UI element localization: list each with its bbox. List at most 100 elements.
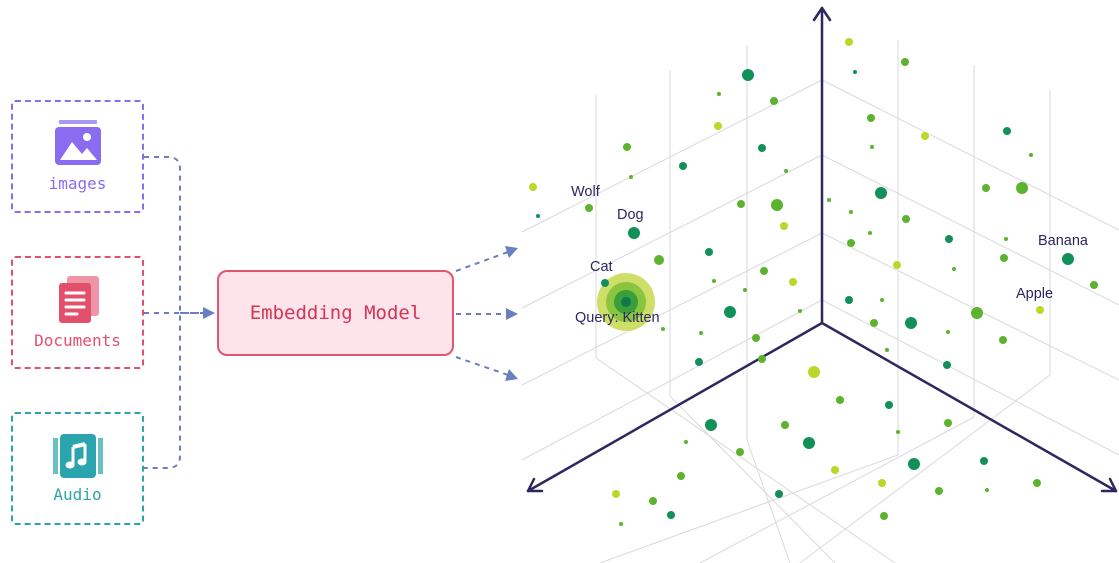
embedding-point	[679, 162, 687, 170]
embedding-point	[737, 200, 745, 208]
embedding-point	[1029, 153, 1033, 157]
embedding-point	[705, 248, 713, 256]
axes	[526, 6, 1118, 493]
embedding-point	[1016, 182, 1028, 194]
source-images-label: images	[48, 174, 107, 193]
embedding-point	[770, 97, 778, 105]
embedding-point	[853, 70, 857, 74]
embedding-point	[868, 231, 872, 235]
embedding-point	[908, 458, 920, 470]
embedding-point	[789, 278, 797, 286]
label-wolf: Wolf	[571, 184, 601, 200]
embedding-point	[619, 522, 623, 526]
embedding-point	[1062, 253, 1074, 265]
embedding-point	[736, 448, 744, 456]
embedding-point	[623, 143, 631, 151]
embedding-point	[808, 366, 820, 378]
embedding-point	[771, 199, 783, 211]
embedding-point	[831, 466, 839, 474]
label-banana: Banana	[1038, 233, 1089, 249]
word-labels: Wolf Dog Cat Query: Kitten Banana Apple	[571, 184, 1089, 326]
embedding-point	[896, 430, 900, 434]
source-images-box: images	[11, 100, 144, 213]
embedding-point	[921, 132, 929, 140]
embedding-point	[982, 184, 990, 192]
embedding-point	[980, 457, 988, 465]
embedding-point	[985, 488, 989, 492]
embedding-point	[999, 336, 1007, 344]
embedding-point	[758, 355, 766, 363]
embedding-point	[893, 261, 901, 269]
embedding-point	[612, 490, 620, 498]
embedding-point	[827, 198, 831, 202]
embedding-point	[885, 348, 889, 352]
embedding-point	[885, 401, 893, 409]
embedding-point	[781, 421, 789, 429]
embedding-point	[845, 296, 853, 304]
embedding-point	[836, 396, 844, 404]
embedding-point	[880, 298, 884, 302]
embedding-point	[875, 187, 887, 199]
music-note-icon	[52, 434, 103, 478]
embedding-point	[1090, 281, 1098, 289]
embedding-point	[1004, 237, 1008, 241]
embedding-point	[1000, 254, 1008, 262]
embedding-point	[654, 255, 664, 265]
label-query-kitten: Query: Kitten	[575, 310, 660, 326]
embedding-point	[775, 490, 783, 498]
embedding-point	[724, 306, 736, 318]
embedding-point	[677, 472, 685, 480]
embedding-point	[902, 215, 910, 223]
query-highlight	[597, 273, 655, 331]
embedding-point	[760, 267, 768, 275]
embedding-point	[758, 144, 766, 152]
embedding-point	[780, 222, 788, 230]
embedding-point	[742, 69, 754, 81]
embedding-point	[847, 239, 855, 247]
embedding-point	[585, 204, 593, 212]
embedding-point	[849, 210, 853, 214]
embedding-point	[629, 175, 633, 179]
image-icon	[54, 120, 101, 165]
embedding-point	[944, 419, 952, 427]
embedding-point	[752, 334, 760, 342]
connector-lines	[144, 156, 518, 469]
left-axis	[526, 321, 824, 493]
embedding-point	[661, 327, 665, 331]
embedding-point	[901, 58, 909, 66]
label-dog: Dog	[617, 207, 644, 223]
embedding-point	[1003, 127, 1011, 135]
embedding-point	[870, 319, 878, 327]
embedding-point	[649, 497, 657, 505]
embedding-point	[1033, 479, 1041, 487]
embedding-point	[952, 267, 956, 271]
embedding-point	[628, 227, 640, 239]
grid-lines	[521, 40, 1119, 563]
embedding-point	[695, 358, 703, 366]
documents-icon	[58, 276, 99, 323]
embedding-point	[699, 331, 703, 335]
embedding-point	[705, 419, 717, 431]
embedding-point	[743, 288, 747, 292]
embedding-point	[784, 169, 788, 173]
embedding-point	[717, 92, 721, 96]
embedding-point	[870, 145, 874, 149]
embedding-point	[536, 214, 540, 218]
arrowhead-to-model	[203, 307, 215, 319]
embedding-point	[943, 361, 951, 369]
embedding-model-label: Embedding Model	[249, 302, 422, 324]
label-cat: Cat	[590, 259, 613, 275]
source-documents-box: Documents	[11, 256, 144, 369]
embedding-point	[946, 330, 950, 334]
embedding-point	[798, 309, 802, 313]
embedding-point	[1036, 306, 1044, 314]
embedding-point	[667, 511, 675, 519]
right-axis	[820, 321, 1118, 493]
embedding-points	[529, 38, 1098, 526]
embedding-point	[867, 114, 875, 122]
embedding-point	[945, 235, 953, 243]
label-apple: Apple	[1016, 286, 1053, 302]
embedding-point	[684, 440, 688, 444]
embedding-point	[529, 183, 537, 191]
